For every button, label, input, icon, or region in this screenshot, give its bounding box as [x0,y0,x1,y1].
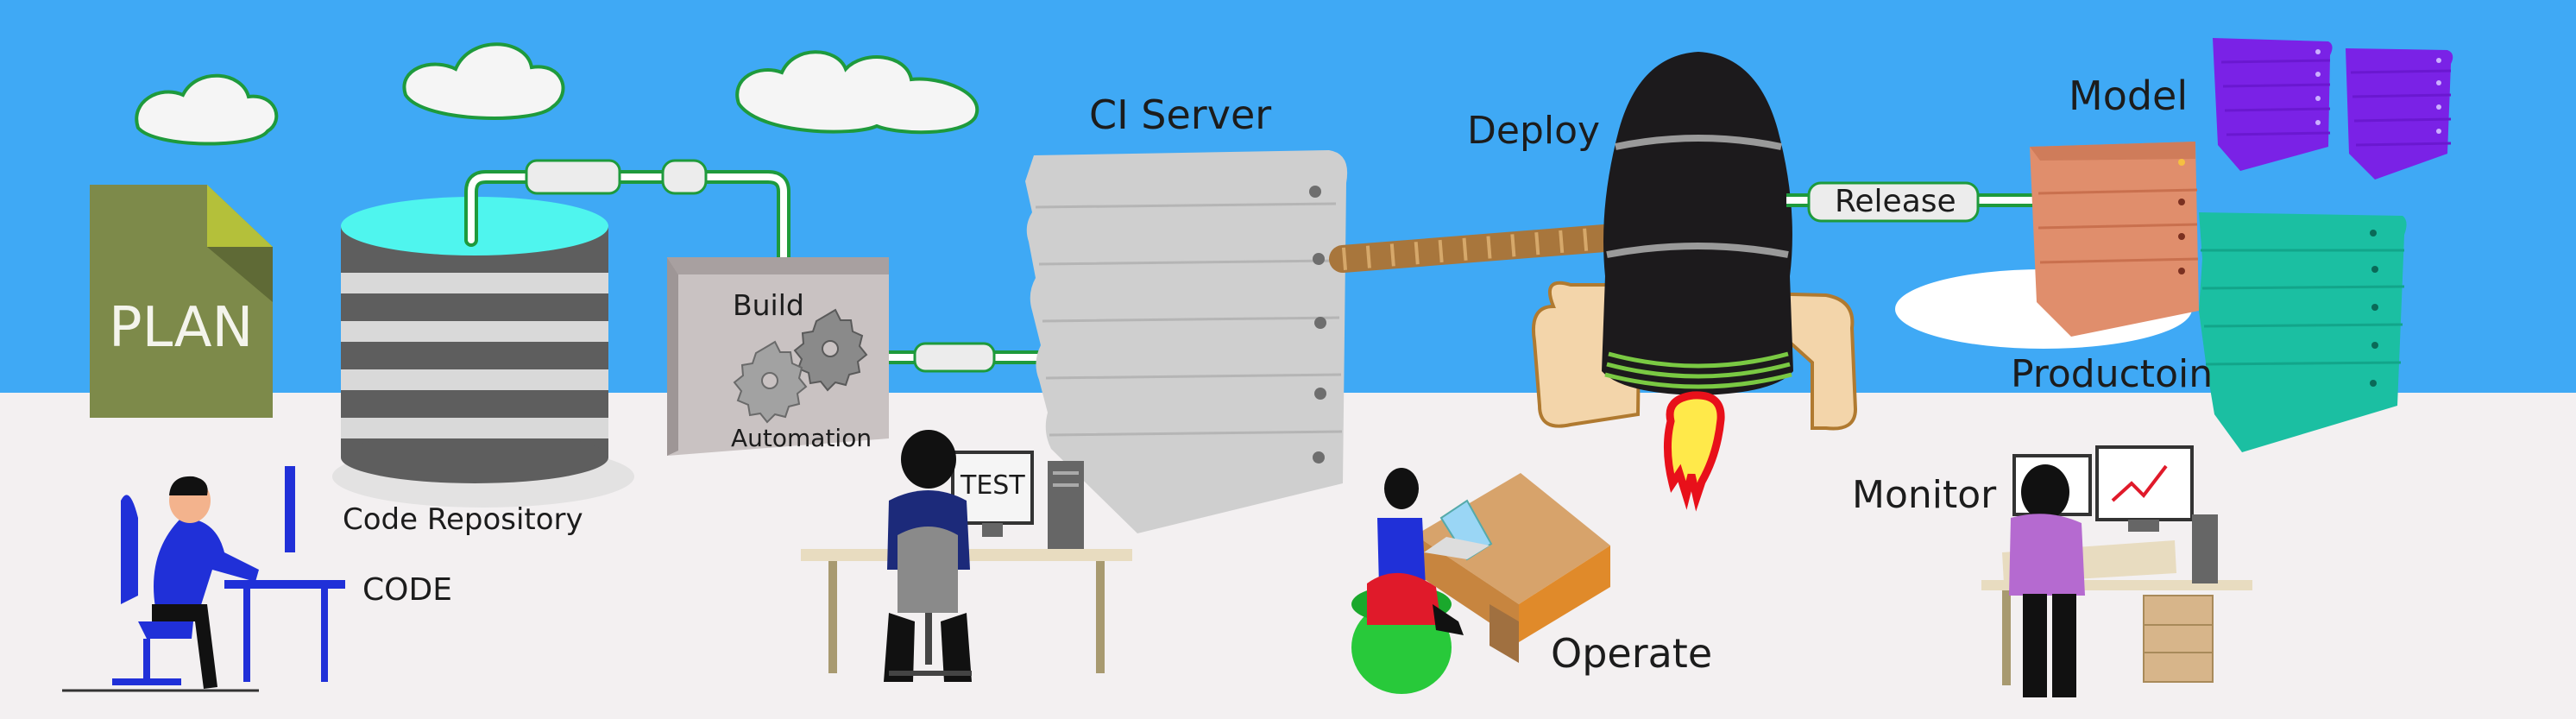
ci-server-icon [1025,150,1348,533]
plan-document [90,185,273,418]
model-label: Model [2069,73,2189,119]
cloud-icon [402,42,565,120]
production-server-icon [2199,212,2407,452]
operator-icon [1351,468,1610,694]
deploy-label: Deploy [1467,109,1601,153]
pipe-connector [525,159,621,195]
tester-icon [801,430,1132,682]
plan-label: PLAN [109,296,254,360]
code-label: CODE [362,572,452,608]
cloud-icon [135,73,279,146]
code-repository-label: Code Repository [343,502,583,537]
model-server-icon [2346,48,2453,180]
build-label: Build [733,288,804,322]
automation-label: Automation [731,424,872,452]
developer-code-icon [62,466,345,692]
pipe-connector [913,342,996,373]
pipe-connector [661,159,708,195]
production-label: Productoin [2011,352,2214,396]
test-label: TEST [960,470,1025,501]
release-label: Release [1835,184,1956,219]
rocket-icon [1532,52,1858,431]
deploy-pipe [1329,223,1640,273]
model-server-icon [2213,38,2333,171]
release-connector [1807,181,1980,223]
pipe-repo-to-build [464,170,790,266]
rocket-flame-icon [1663,391,1725,512]
code-repository-icon [332,197,634,508]
monitoring-icon [1981,445,2252,697]
cloud-icon [735,50,979,135]
gear-icon [793,308,868,392]
gear-icon [733,340,808,424]
operate-label: Operate [1551,630,1713,677]
monitor-label: Monitor [1852,473,1997,517]
release-server-icon [2030,142,2199,337]
ci-server-label: CI Server [1089,91,1272,138]
